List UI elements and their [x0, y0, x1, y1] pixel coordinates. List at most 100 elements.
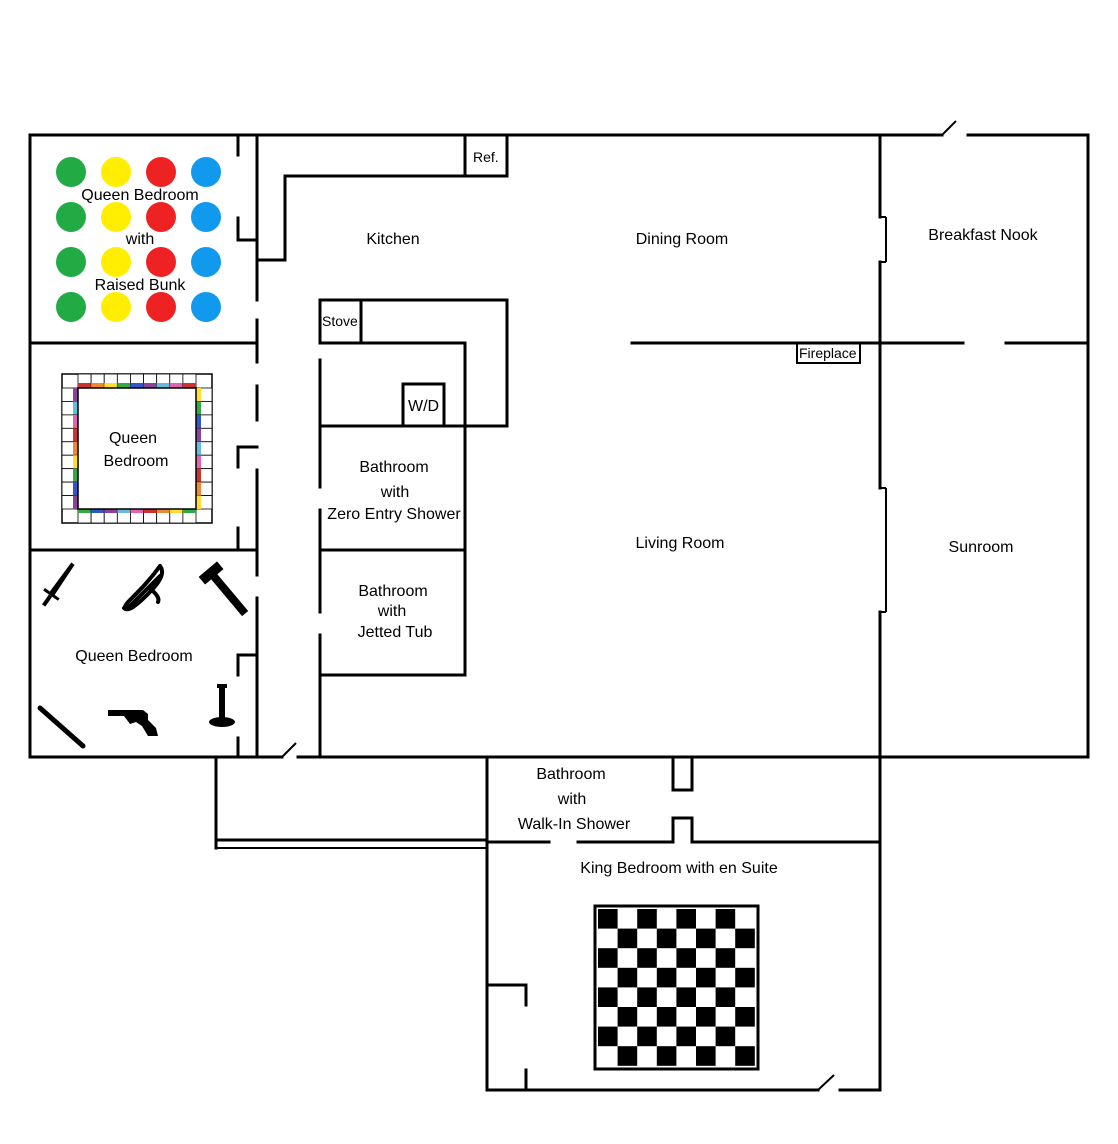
- board-color-band: [196, 414, 201, 429]
- board-color-band: [143, 383, 157, 388]
- board-color-band: [196, 401, 201, 415]
- chess-square: [598, 1026, 618, 1047]
- bath-tub-line2: with: [377, 603, 406, 620]
- wrench-icon: [198, 561, 249, 617]
- chess-square: [676, 948, 696, 968]
- board-color-band: [169, 509, 183, 513]
- twister-dot: [56, 247, 86, 277]
- bath-tub-line1: Bathroom: [358, 583, 427, 600]
- board-color-band: [156, 383, 170, 388]
- fireplace: [796, 342, 861, 364]
- twister-dot: [101, 157, 131, 187]
- board-color-band: [130, 383, 144, 388]
- lead-pipe-icon: [37, 705, 86, 749]
- board-color-band: [196, 482, 201, 496]
- twister-dot: [101, 247, 131, 277]
- bath-walkin-line3: Walk-In Shower: [518, 816, 631, 833]
- chess-square: [735, 928, 755, 949]
- board-color-band: [117, 509, 131, 513]
- bath-zero-line1: Bathroom: [359, 459, 428, 476]
- board-color-band: [196, 455, 201, 469]
- dining-room-label: Dining Room: [636, 231, 728, 248]
- chess-square: [617, 967, 638, 988]
- queen-clue-label: Queen Bedroom: [75, 648, 192, 665]
- kitchen-label: Kitchen: [366, 231, 419, 248]
- board-color-band: [73, 482, 78, 496]
- board-color-band: [156, 509, 170, 513]
- board-color-band: [78, 509, 92, 513]
- board-center: [77, 387, 197, 510]
- twister-dot: [146, 202, 176, 232]
- board-color-band: [78, 383, 92, 388]
- fireplace-label: Fireplace: [799, 345, 857, 361]
- board-color-band: [73, 495, 78, 509]
- chess-square: [676, 909, 696, 929]
- sunroom-label: Sunroom: [949, 539, 1014, 556]
- twister-dot: [56, 292, 86, 322]
- board-color-band: [143, 509, 157, 513]
- chess-square: [696, 967, 716, 988]
- bath-tub-line3: Jetted Tub: [358, 624, 433, 641]
- chess-square: [656, 1007, 677, 1027]
- chess-square: [735, 967, 755, 988]
- queen-board-line1: Queen: [109, 430, 157, 447]
- chess-square: [696, 1046, 716, 1066]
- walls: [28, 120, 1090, 1092]
- twister-dot: [191, 202, 221, 232]
- queen-bunk-subtitle: Raised Bunk: [95, 277, 187, 294]
- queen-board-line2: Bedroom: [104, 453, 169, 470]
- chess-square: [676, 987, 696, 1007]
- board-color-band: [196, 468, 201, 483]
- monopoly-board: [61, 373, 213, 524]
- chess-square: [656, 928, 677, 949]
- queen-bunk-title: Queen Bedroom: [81, 187, 198, 204]
- twister-dot: [146, 292, 176, 322]
- chess-board: [593, 904, 760, 1071]
- chess-square: [637, 909, 657, 929]
- chess-square: [617, 1046, 638, 1066]
- chess-square: [617, 1007, 638, 1027]
- twister-dot: [191, 157, 221, 187]
- washer-dryer: [401, 382, 446, 428]
- dagger-icon: [42, 562, 75, 607]
- living-room-label: Living Room: [636, 535, 725, 552]
- chess-square: [735, 1046, 755, 1066]
- stove-label: Stove: [322, 313, 358, 329]
- board-color-band: [117, 383, 131, 388]
- board-color-band: [73, 455, 78, 469]
- chess-square: [715, 987, 736, 1007]
- board-color-band: [73, 401, 78, 415]
- chess-square: [715, 909, 736, 929]
- breakfast-nook-label: Breakfast Nook: [928, 227, 1038, 244]
- board-color-band: [169, 383, 183, 388]
- twister-dot: [56, 202, 86, 232]
- board-color-band: [104, 509, 118, 513]
- washer-dryer-label: W/D: [408, 398, 439, 415]
- board-color-band: [130, 509, 144, 513]
- board-color-band: [73, 414, 78, 429]
- rope-icon: [122, 564, 165, 612]
- bath-walkin-line2: with: [557, 791, 586, 808]
- board-color-band: [73, 441, 78, 456]
- board-color-band: [196, 388, 201, 402]
- board-color-band: [73, 428, 78, 442]
- chess-square: [696, 928, 716, 949]
- bath-zero-line3: Zero Entry Shower: [327, 506, 461, 523]
- room-labels: Queen Bedroom with Raised Bunk Queen Bed…: [75, 187, 1038, 877]
- bath-zero-line2: with: [380, 484, 409, 501]
- twister-dot: [146, 157, 176, 187]
- chess-square: [656, 967, 677, 988]
- bath-walkin-line1: Bathroom: [536, 766, 605, 783]
- board-color-band: [196, 495, 201, 509]
- chess-square: [637, 987, 657, 1007]
- twister-dot: [191, 292, 221, 322]
- board-color-band: [182, 509, 196, 513]
- chess-square: [637, 948, 657, 968]
- board-color-band: [73, 388, 78, 402]
- twister-dot: [191, 247, 221, 277]
- chess-square: [715, 1026, 736, 1047]
- board-color-band: [196, 428, 201, 442]
- candlestick-icon: [209, 684, 235, 727]
- chess-square: [715, 948, 736, 968]
- chess-square: [696, 1007, 716, 1027]
